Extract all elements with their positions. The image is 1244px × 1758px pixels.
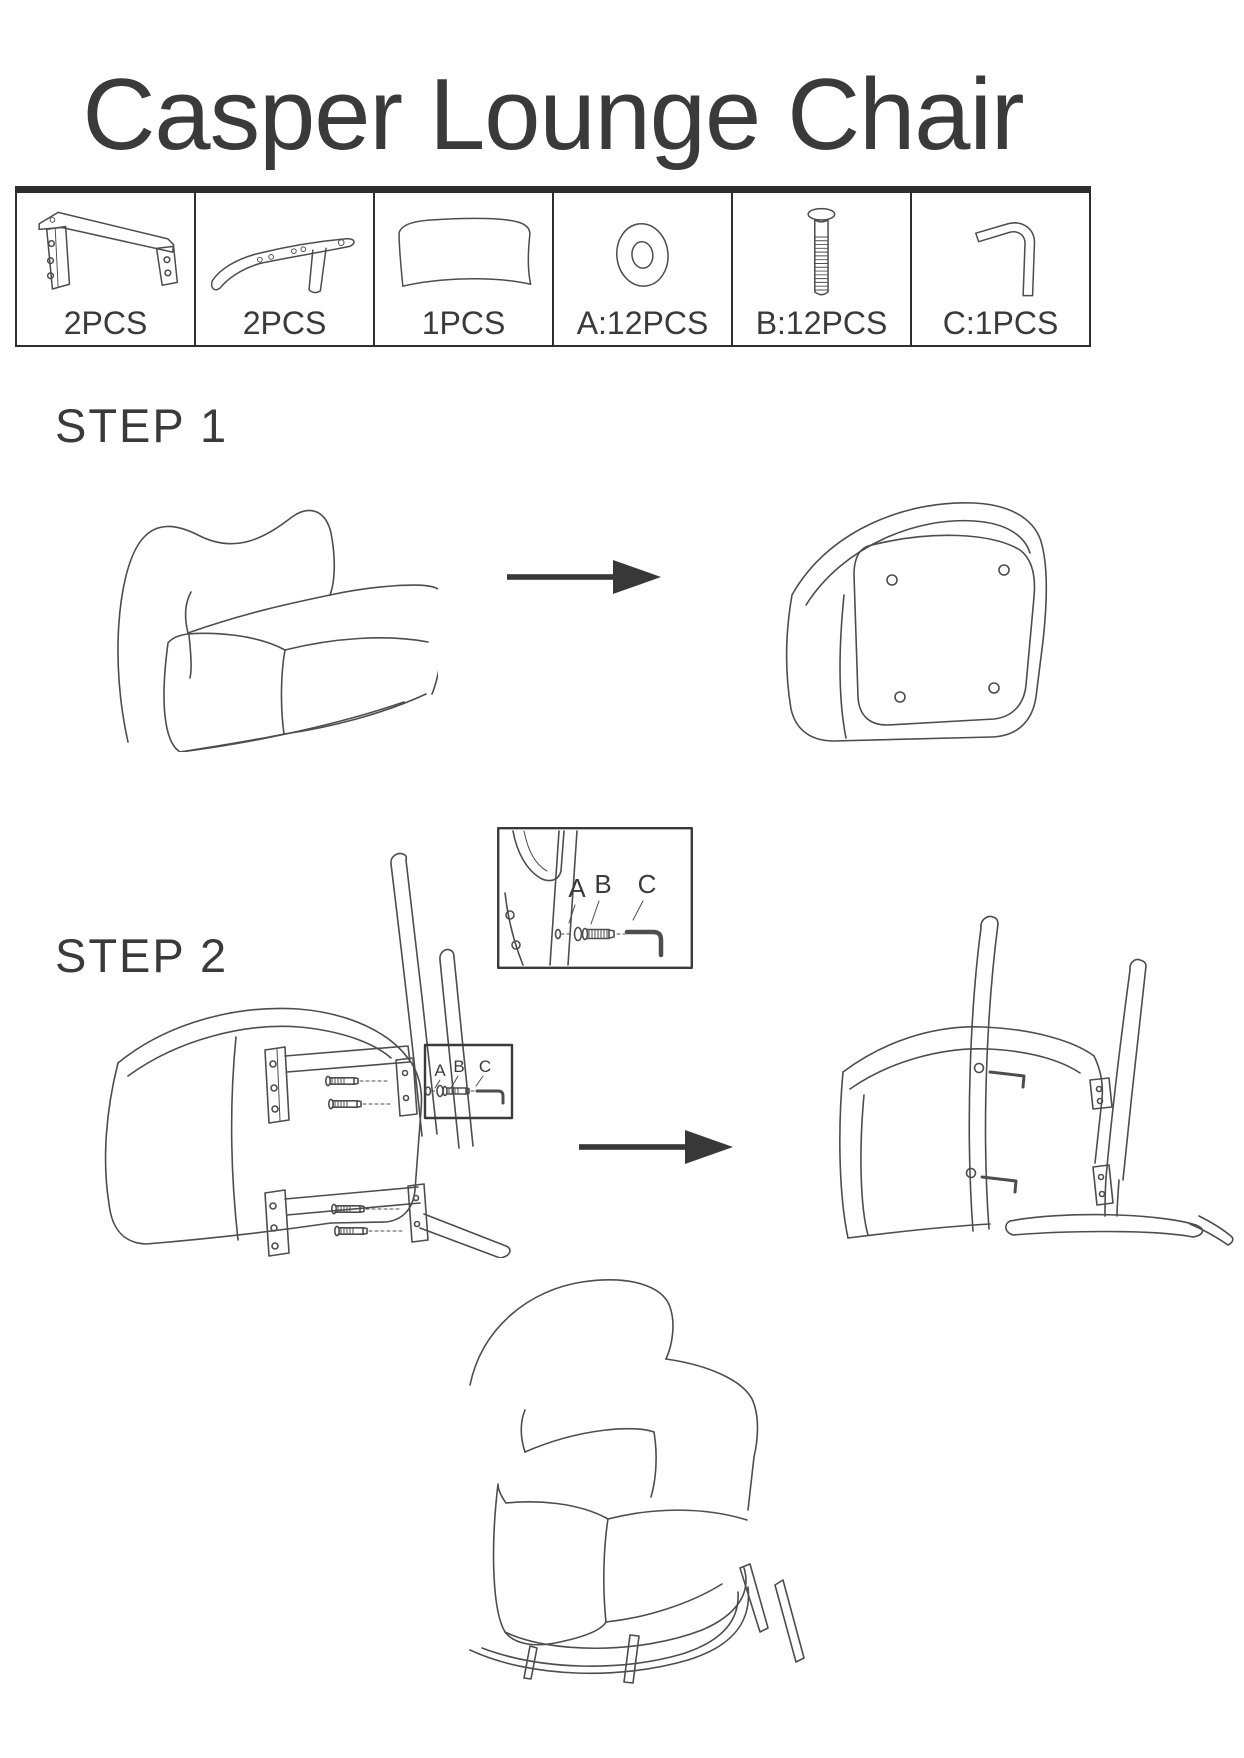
parts-table: 2PCS 2PCS 1PCS A:12PCS — [15, 186, 1091, 347]
qty-label: B:12PCS — [755, 305, 888, 341]
qty-label: 2PCS — [63, 305, 148, 341]
upper-bolts — [325, 1075, 393, 1110]
allen-key-icon — [975, 222, 1036, 297]
step2-heading: STEP 2 — [55, 929, 229, 982]
parts-cell-cushion: 1PCS — [375, 193, 554, 345]
step1-chair-upright-illustration — [117, 509, 438, 752]
step1-arrow-icon — [507, 560, 661, 594]
qty-label: 2PCS — [242, 305, 327, 341]
parts-cell-washer: A:12PCS — [554, 193, 733, 345]
chair-fragment — [504, 830, 578, 966]
mounting-plates — [1089, 1077, 1114, 1206]
step2-arrow-icon — [579, 1130, 733, 1164]
page-title: Casper Lounge Chair — [82, 59, 1024, 171]
chair-legs — [523, 1563, 805, 1684]
washer-icon — [616, 223, 669, 287]
parts-cell-allen-key: C:1PCS — [912, 193, 1089, 345]
parts-cell-leg-frame-side: 2PCS — [196, 193, 375, 345]
cushion-icon — [398, 217, 532, 287]
label-a: A — [434, 1061, 446, 1080]
hardware-row — [560, 926, 664, 958]
assembled-chair-illustration — [469, 1279, 805, 1684]
qty-label: A:12PCS — [576, 305, 709, 341]
qty-label: C:1PCS — [942, 305, 1059, 341]
parts-cell-bolt: B:12PCS — [733, 193, 912, 345]
lower-bolts — [331, 1203, 405, 1237]
step1-heading: STEP 1 — [55, 399, 229, 452]
label-a: A — [568, 873, 586, 903]
bolt-icon — [807, 207, 836, 296]
leg-frame-front-icon — [38, 211, 179, 290]
allen-key-tightening — [965, 1062, 1026, 1194]
lower-leg-rail — [264, 1183, 511, 1258]
label-b: B — [453, 1057, 464, 1076]
leg-frame-tubes — [968, 915, 1147, 1232]
hardware-callout-box: A B C — [423, 1043, 514, 1120]
step2-assembled-legs-illustration — [839, 915, 1234, 1246]
step1-chair-flipped-illustration — [785, 501, 1048, 742]
hardware-labels: A B C — [568, 869, 657, 925]
label-b: B — [594, 869, 611, 899]
step2-exploded-assembly-illustration: A B C — [104, 852, 514, 1258]
foot-rail — [1005, 1213, 1234, 1246]
upper-leg-rail — [264, 1045, 418, 1124]
parts-cell-leg-frame-front: 2PCS — [17, 193, 196, 345]
label-c: C — [638, 869, 657, 899]
backrest-frame — [390, 852, 474, 1149]
chair-shell — [104, 1007, 423, 1245]
leg-frame-side-icon — [210, 237, 355, 294]
label-c: C — [479, 1057, 491, 1076]
hardware-detail-inset: A B C — [497, 827, 693, 969]
qty-label: 1PCS — [421, 305, 506, 341]
